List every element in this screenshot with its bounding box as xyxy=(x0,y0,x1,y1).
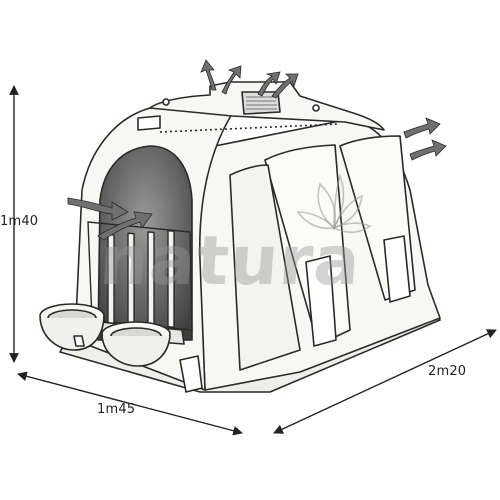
roof-hook-left xyxy=(162,98,170,106)
airflow-arrow-icon xyxy=(409,139,447,161)
side-slot-1 xyxy=(305,255,337,347)
length-dimension-line xyxy=(273,329,497,434)
length-dimension-label: 2m20 xyxy=(428,364,467,379)
airflow-arrow-icon xyxy=(67,197,129,221)
airflow-arrow-icon xyxy=(271,73,299,99)
door-gate xyxy=(87,221,193,332)
dimension-lines xyxy=(9,85,497,436)
watermark-text: natura xyxy=(97,222,364,301)
airflow-arrow-icon xyxy=(97,211,153,241)
gate-bar-4 xyxy=(167,229,175,328)
side-rib-3 xyxy=(229,164,301,371)
vent-grille xyxy=(246,96,277,110)
airflow-arrow-icon xyxy=(200,59,217,91)
base-foot-left xyxy=(73,335,85,347)
side-slot-2 xyxy=(383,235,411,303)
airflow-arrow-icon xyxy=(257,71,281,97)
roof-ridge-line xyxy=(159,123,341,133)
height-dimension-label: 1m40 xyxy=(0,214,39,229)
right-bucket xyxy=(101,321,171,367)
width-dimension-line xyxy=(17,371,243,436)
left-bucket xyxy=(39,303,105,351)
roof-hatch xyxy=(137,115,161,131)
leaf-logo-icon xyxy=(296,173,372,234)
roof-hook-right xyxy=(312,104,320,112)
width-dimension-label: 1m45 xyxy=(97,402,136,417)
airflow-arrow-icon xyxy=(221,65,242,95)
airflow-arrows xyxy=(67,59,447,241)
roof-vent xyxy=(241,91,281,115)
gate-frame xyxy=(87,221,193,331)
airflow-arrow-icon xyxy=(403,117,441,139)
front-latch xyxy=(179,355,203,393)
hutch-body xyxy=(39,81,441,393)
